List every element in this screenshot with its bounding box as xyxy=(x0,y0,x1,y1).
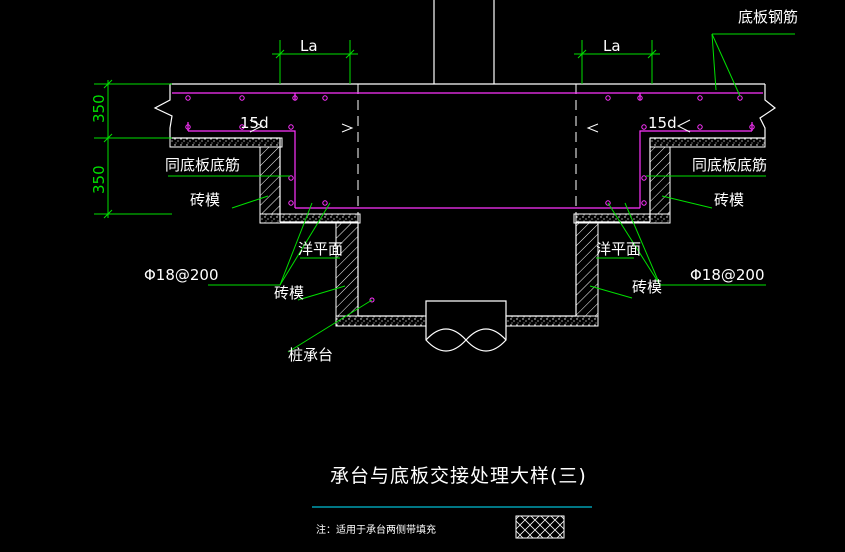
column xyxy=(433,0,495,84)
hook-left-label: 15d xyxy=(240,114,269,132)
note-text: 注：适用于承台两侧带填充 xyxy=(316,523,436,536)
brick-form-upper-right-label: 砖模 xyxy=(714,191,744,209)
pile-cap-label: 桩承台 xyxy=(288,346,333,364)
pile-head xyxy=(425,300,507,352)
leaders xyxy=(168,33,795,353)
cushion-layer xyxy=(169,137,766,327)
fill-legend-swatch xyxy=(515,515,565,539)
brick-form-lower-left-label: 砖模 xyxy=(274,284,304,302)
rebar xyxy=(172,92,763,209)
same-as-bottom-right-label: 同底板底筋 xyxy=(692,156,767,174)
centerlines xyxy=(357,84,577,232)
rebar-dots xyxy=(185,95,755,303)
dim-lower-label: 350 xyxy=(90,165,108,194)
brick-formwork xyxy=(259,146,671,317)
drawing-title: 承台与底板交接处理大样(三) xyxy=(330,465,587,487)
dimension-la xyxy=(272,40,660,84)
bottom-plate-rebar-label: 底板钢筋 xyxy=(738,8,798,26)
dimension-height xyxy=(94,79,172,219)
brick-form-upper-left-label: 砖模 xyxy=(190,191,220,209)
dim-upper-label: 350 xyxy=(90,94,108,123)
rebar-spec-left-label: Φ18@200 xyxy=(144,266,219,284)
slope-face-left-label: 洋平面 xyxy=(298,240,343,258)
slope-face-right-label: 洋平面 xyxy=(596,240,641,258)
rebar-spec-right-label: Φ18@200 xyxy=(690,266,765,284)
hook-right-label: 15d xyxy=(648,114,677,132)
same-as-bottom-left-label: 同底板底筋 xyxy=(165,156,240,174)
rebar-ticks xyxy=(249,119,691,133)
la-left-label: La xyxy=(300,37,318,55)
la-right-label: La xyxy=(603,37,621,55)
brick-form-lower-right-label: 砖模 xyxy=(632,278,662,296)
